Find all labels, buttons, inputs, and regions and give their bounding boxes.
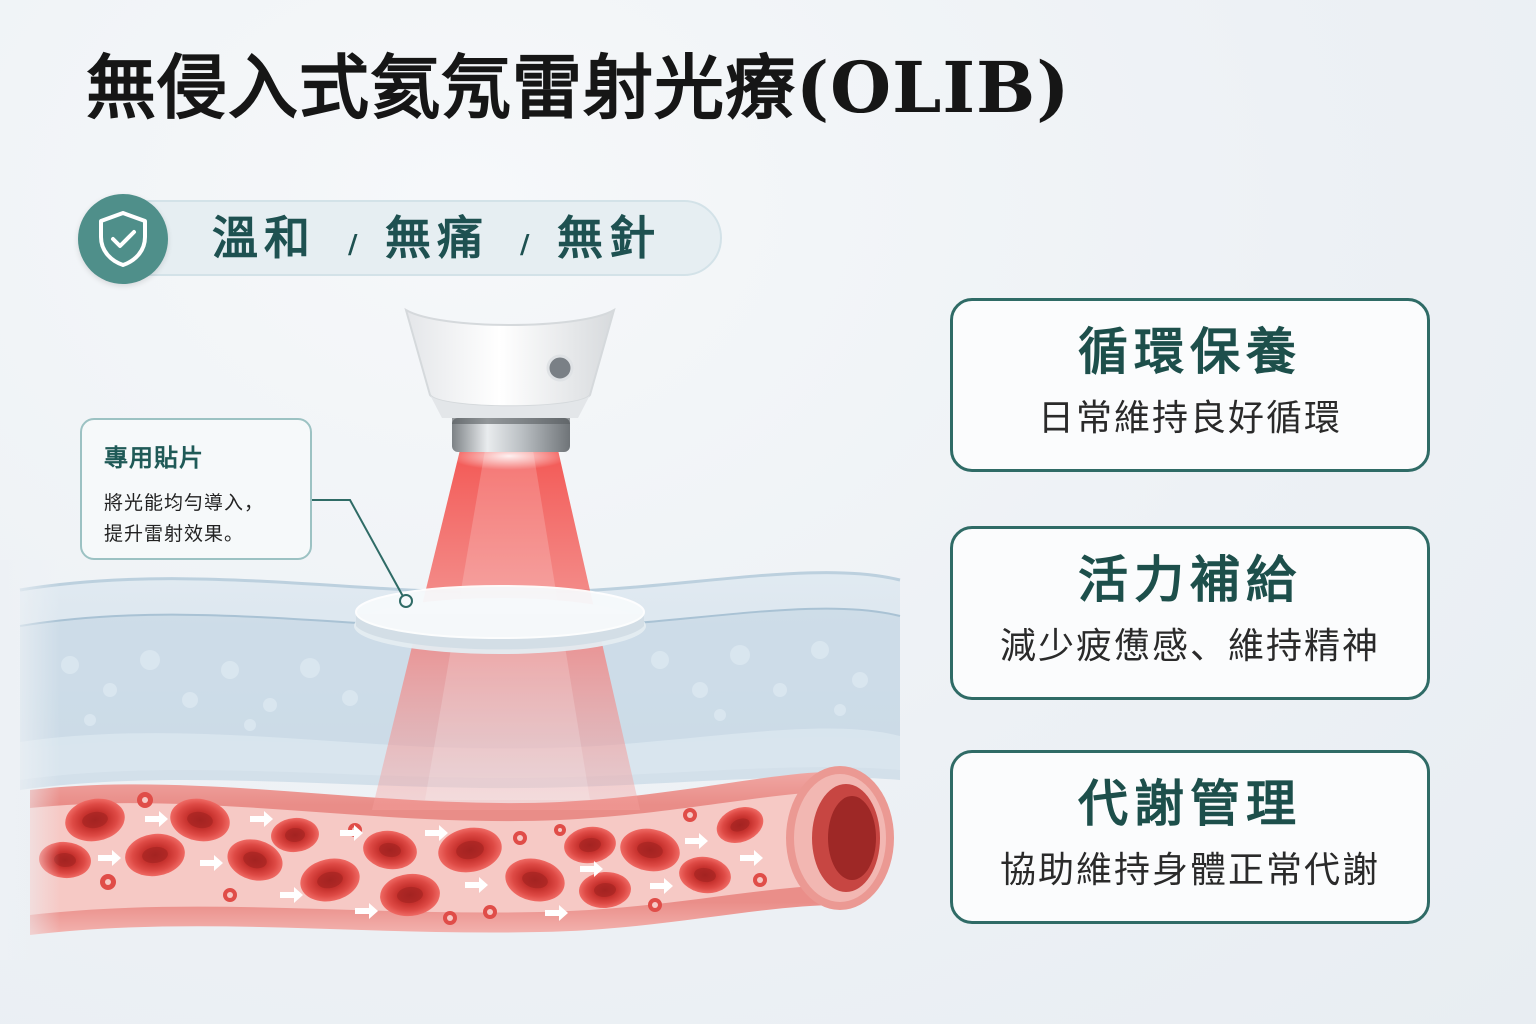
benefit-card-metabolism: 代謝管理 協助維持身體正常代謝 — [950, 750, 1430, 924]
benefit-subtitle: 減少疲憊感、維持精神 — [999, 626, 1380, 667]
feature-needle-free: 無針 — [557, 211, 661, 265]
red-blood-cells — [39, 792, 767, 925]
feature-painless: 無痛 — [385, 211, 489, 265]
patch-callout: 專用貼片 將光能均勻導入， 提升雷射效果。 — [80, 418, 312, 560]
feature-gentle: 溫和 — [212, 211, 316, 265]
feature-separator: / — [520, 230, 530, 260]
features-pill — [92, 200, 722, 276]
shield-check-icon — [78, 194, 168, 284]
callout-leader — [312, 499, 413, 608]
callout-line-1: 將光能均勻導入， — [104, 492, 265, 514]
benefit-card-circulation: 循環保養 日常維持良好循環 — [950, 298, 1430, 472]
laser-device — [404, 307, 616, 452]
benefit-subtitle: 協助維持身體正常代謝 — [999, 850, 1380, 891]
feature-separator: / — [348, 230, 358, 260]
flow-arrows — [98, 811, 763, 921]
callout-description: 將光能均勻導入， 提升雷射效果。 — [104, 488, 264, 550]
benefit-title: 循環保養 — [1078, 323, 1302, 381]
page-title: 無侵入式氦氖雷射光療(OLIB) — [86, 46, 1071, 129]
patch — [354, 585, 646, 654]
callout-title: 專用貼片 — [104, 444, 204, 472]
skin-layers — [19, 571, 901, 790]
benefit-title: 代謝管理 — [1078, 775, 1302, 833]
benefit-subtitle: 日常維持良好循環 — [1037, 398, 1342, 439]
vessel-opening — [786, 766, 894, 910]
blood-vessel — [0, 560, 894, 960]
benefit-card-vitality: 活力補給 減少疲憊感、維持精神 — [950, 526, 1430, 700]
callout-line-2: 提升雷射效果。 — [104, 523, 245, 545]
benefit-title: 活力補給 — [1078, 551, 1302, 609]
